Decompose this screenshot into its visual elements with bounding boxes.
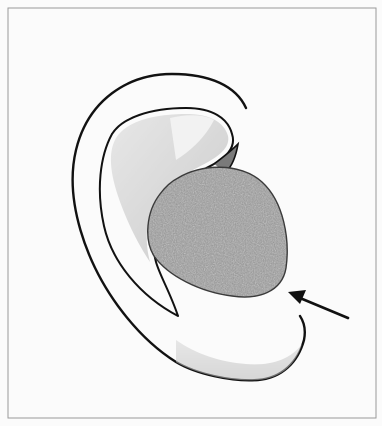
arrow-shaft bbox=[300, 298, 348, 318]
arrow-head bbox=[288, 290, 306, 304]
pointer-arrow bbox=[288, 290, 348, 318]
lobe-shading bbox=[176, 340, 302, 380]
